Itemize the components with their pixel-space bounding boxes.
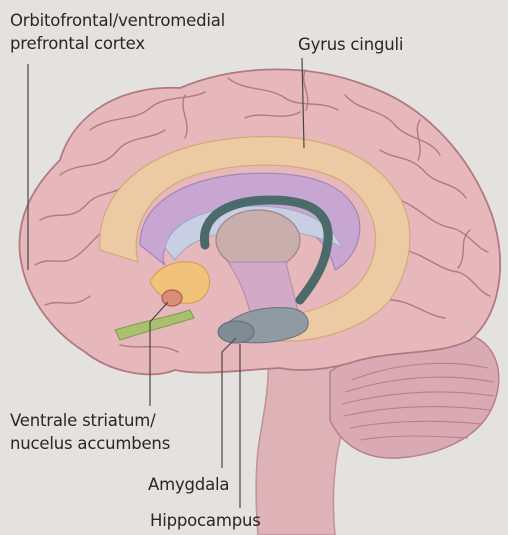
nucleus-accumbens-shape <box>162 290 182 306</box>
label-hippocampus: Hippocampus <box>150 510 261 531</box>
label-ventrale-striatum-line1: Ventrale striatum/ <box>10 410 155 431</box>
amygdala-shape <box>218 321 254 343</box>
label-amygdala: Amygdala <box>148 474 229 495</box>
label-gyrus-cinguli: Gyrus cinguli <box>298 34 403 55</box>
label-orbitofrontal-line2: prefrontal cortex <box>10 33 145 54</box>
label-orbitofrontal-line1: Orbitofrontal/ventromedial <box>10 10 225 31</box>
thalamus-shape <box>216 210 300 270</box>
label-ventrale-striatum-line2: nucelus accumbens <box>10 433 170 454</box>
